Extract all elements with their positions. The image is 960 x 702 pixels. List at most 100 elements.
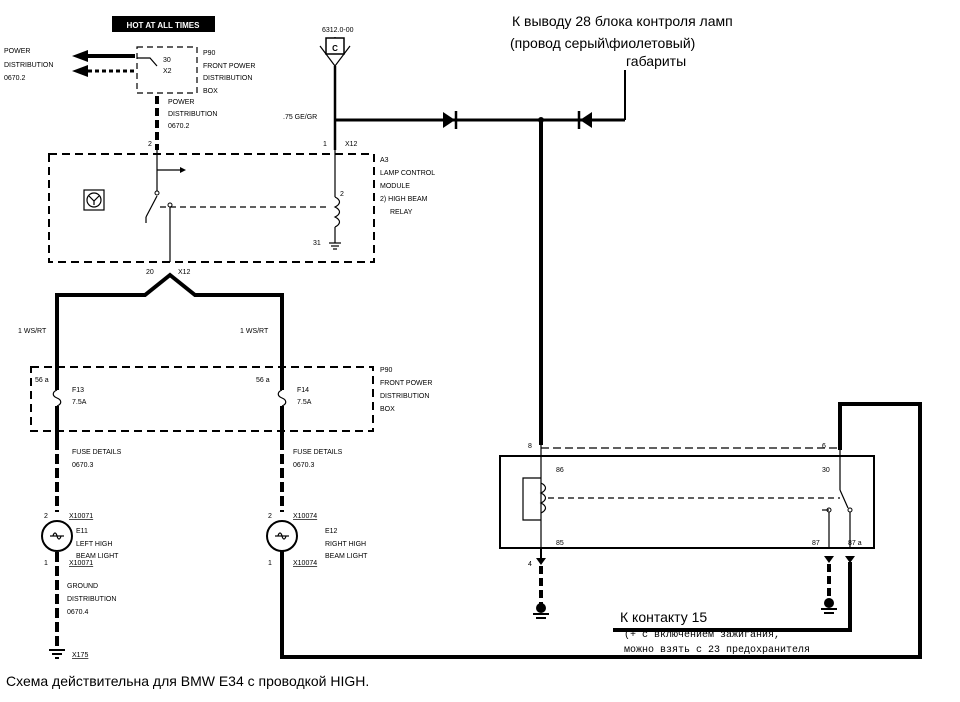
ground-dist-text-3: 0670.4 [67, 609, 89, 616]
wire-ge-gr-label: .75 GE/GR [283, 114, 317, 121]
ground-dist-text-2: DISTRIBUTION [67, 596, 116, 603]
a3-internal-circuit [83, 150, 341, 262]
relay-30: 30 [822, 467, 830, 474]
connector-c-letter: C [332, 44, 338, 53]
e12-text-3: BEAM LIGHT [325, 553, 368, 560]
relay-85-arrow [536, 558, 546, 565]
f14-amp: 7.5A [297, 399, 312, 406]
wire-right-label: 1 WS/RT [240, 328, 269, 335]
fuse-f13 [52, 362, 62, 440]
pin-56a-left: 56 a [35, 377, 49, 384]
a3-text-3: MODULE [380, 183, 410, 190]
a3-text-5: RELAY [390, 209, 413, 216]
p90-top-text-4: BOX [203, 88, 218, 95]
ru-note-2: можно взять с 23 предохранителя [624, 645, 810, 656]
power-dist-b-text-1: POWER [168, 99, 194, 106]
ru-top-line-1: К выводу 28 блока контроля ламп [512, 13, 733, 29]
p90-top-x2: X2 [163, 68, 172, 75]
relay-87a-arrow [845, 556, 855, 563]
pin-20: 20 [146, 269, 154, 276]
e12-pin-1: 1 [268, 560, 272, 567]
hot-at-all-times-badge [112, 16, 215, 32]
e11-text-2: LEFT HIGH [76, 541, 112, 548]
e12-text-1: E12 [325, 528, 338, 535]
e12-x10074-top: X10074 [293, 513, 317, 520]
e11-pin-1: 1 [44, 560, 48, 567]
loop-wire-to-relay [280, 402, 922, 659]
p90-mid-box [30, 366, 374, 432]
ground-symbol-left [49, 649, 65, 659]
diode-right [577, 111, 592, 129]
relay-box [499, 455, 875, 549]
fuse-details-left: FUSE DETAILS [72, 449, 122, 456]
relay-86: 86 [556, 467, 564, 474]
diode-left [443, 111, 458, 129]
fuse-code-right: 0670.3 [293, 462, 315, 469]
e12-x10074-bottom: X10074 [293, 560, 317, 567]
contact-15-wire [613, 562, 852, 632]
ground-symbol-87 [821, 598, 837, 614]
ru-contact-15: К контакту 15 [620, 609, 707, 625]
a3-pin-1: 1 [323, 141, 327, 148]
f14-label: F14 [297, 387, 309, 394]
power-dist-text-3: 0670.2 [4, 75, 26, 82]
fuse-f14 [277, 362, 287, 440]
relay-85: 85 [556, 540, 564, 547]
lamp-e11 [41, 520, 73, 552]
e12-pin-2: 2 [268, 513, 272, 520]
a3-text-1: A3 [380, 157, 389, 164]
relay-pin-6: 6 [822, 443, 826, 450]
relay-pin-4: 4 [528, 561, 532, 568]
relay-87: 87 [812, 540, 820, 547]
connector-code: 6312.0-00 [322, 27, 354, 34]
ru-top-line-3: габариты [626, 53, 686, 69]
a3-text-2: LAMP CONTROL [380, 170, 435, 177]
relay-pin-8: 8 [528, 443, 532, 450]
power-dist-b-text-2: DISTRIBUTION [168, 111, 217, 118]
power-distribution-arrows [72, 50, 135, 77]
power-dist-b-text-3: 0670.2 [168, 123, 190, 130]
f13-amp: 7.5A [72, 399, 87, 406]
x12-bottom: X12 [178, 269, 191, 276]
lamp-e12 [266, 520, 298, 552]
hot-at-all-times-label: HOT AT ALL TIMES [127, 21, 201, 30]
fuse-code-left: 0670.3 [72, 462, 94, 469]
p90-mid-text-4: BOX [380, 406, 395, 413]
e11-text-1: E11 [76, 528, 88, 535]
a3-x12-top: X12 [345, 141, 358, 148]
p90-top-text-2: FRONT POWER [203, 63, 255, 70]
connector-c-box [325, 37, 345, 55]
e11-text-3: BEAM LIGHT [76, 553, 119, 560]
a3-text-4: 2) HIGH BEAM [380, 196, 428, 203]
a3-module-box [48, 153, 375, 263]
ground-symbol-relay [533, 603, 549, 619]
x175-label: X175 [72, 652, 88, 659]
f13-label: F13 [72, 387, 84, 394]
fuse-details-right: FUSE DETAILS [293, 449, 343, 456]
power-dist-text-2: DISTRIBUTION [4, 62, 53, 69]
p90-mid-text-2: FRONT POWER [380, 380, 432, 387]
e12-text-2: RIGHT HIGH [325, 541, 366, 548]
p90-top-box [136, 46, 198, 94]
p90-top-pin-30: 30 [163, 57, 171, 64]
p90-top-text-3: DISTRIBUTION [203, 75, 252, 82]
a3-pin-2: 2 [148, 141, 152, 148]
p90-top-splice [137, 57, 158, 67]
wire-left-label: 1 WS/RT [18, 328, 47, 335]
power-dist-text-1: POWER [4, 48, 30, 55]
diagram-caption: Схема действительна для BMW E34 с провод… [6, 673, 369, 689]
p90-mid-text-1: P90 [380, 367, 393, 374]
relay-87a: 87 a [848, 540, 862, 547]
p90-mid-text-3: DISTRIBUTION [380, 393, 429, 400]
ru-note-1: (+ с включением зажигания, [624, 629, 780, 641]
relay-87-arrow [824, 556, 834, 563]
e11-x10071-bottom: X10071 [69, 560, 93, 567]
ru-top-line-2: (провод серый\фиолетовый) [510, 35, 695, 51]
relay-internal-circuit [522, 445, 853, 560]
split-wire [55, 272, 284, 364]
ground-dist-text-1: GROUND [67, 583, 98, 590]
p90-top-text-1: P90 [203, 50, 216, 57]
a3-ground-31: 31 [313, 240, 321, 247]
pin-56a-right: 56 a [256, 377, 270, 384]
